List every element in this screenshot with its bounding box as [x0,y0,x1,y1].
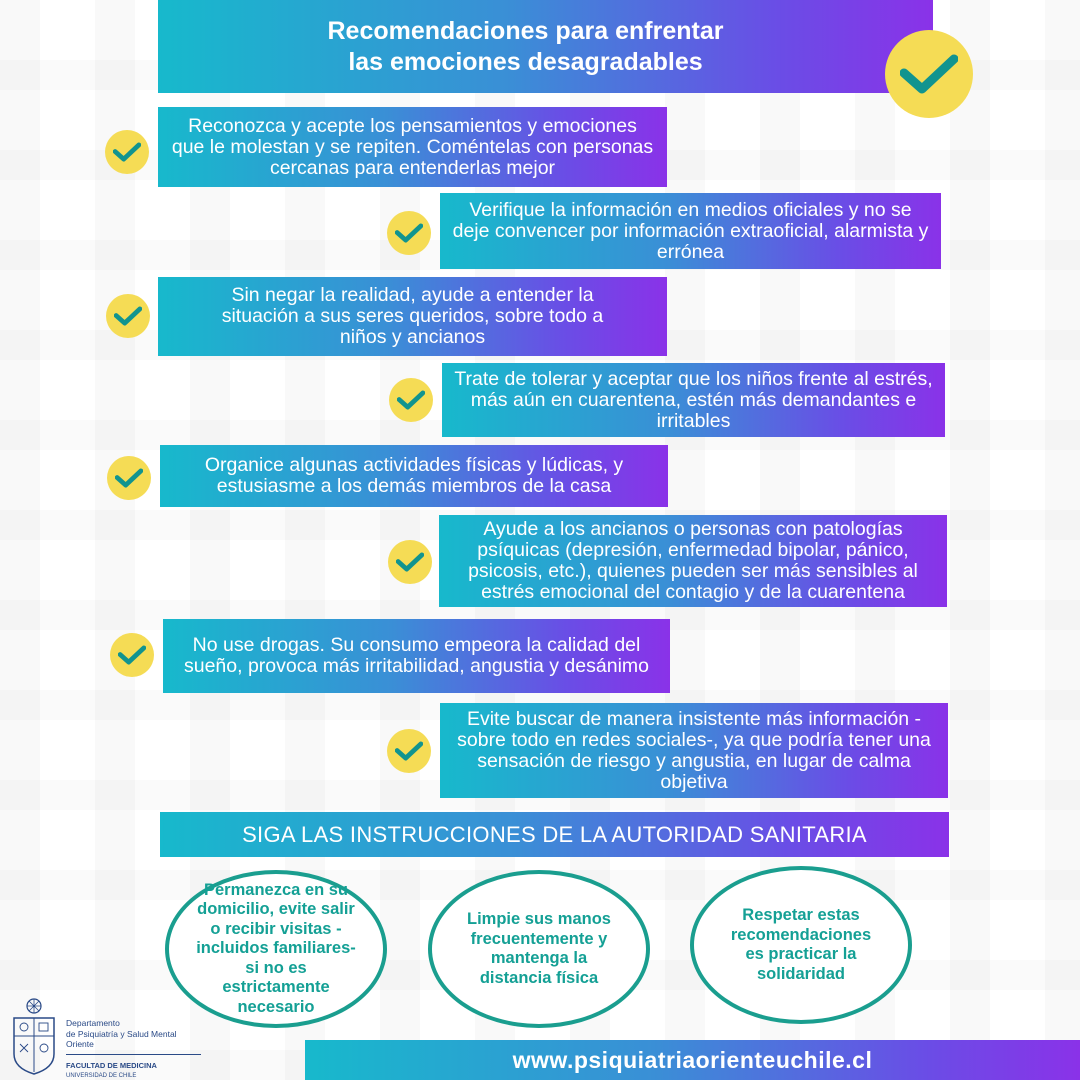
recommendation-text-8: Evite buscar de manera insistente más in… [457,707,931,793]
recommendation-card-3: Sin negar la realidad, ayude a entender … [158,277,667,356]
check-icon [389,378,433,422]
department-logo: Departamento de Psiquiatría y Salud Ment… [8,996,203,1079]
logo-line4: UNIVERSIDAD DE CHILE [66,1073,137,1079]
university-seal-icon [13,998,55,1075]
oval-stay-home-text: Permanezca en su domicilio, evite salir … [196,880,356,1016]
header-title-box: Recomendaciones para enfrentar las emoci… [158,0,933,93]
recommendation-card-6: Ayude a los ancianos o personas con pato… [439,515,947,607]
header-title-line2: las emociones desagradables [348,47,703,76]
oval-hand-washing: Limpie sus manos frecuentemente y manten… [428,870,650,1028]
oval-hand-washing-text: Limpie sus manos frecuentemente y manten… [467,910,611,987]
oval-solidarity: Respetar estas recomendaciones es practi… [690,866,912,1024]
footer-website[interactable]: www.psiquiatriaorienteuchile.cl [305,1040,1080,1080]
authority-banner: SIGA LAS INSTRUCCIONES DE LA AUTORIDAD S… [160,812,949,857]
recommendation-card-1: Reconozca y acepte los pensamientos y em… [158,107,667,187]
recommendation-text-7: No use drogas. Su consumo empeora la cal… [183,634,649,677]
recommendation-text-5: Organice algunas actividades físicas y l… [204,454,624,497]
recommendation-text-1: Reconozca y acepte los pensamientos y em… [171,114,654,179]
check-icon [387,729,431,773]
check-icon [105,130,149,174]
recommendation-card-8: Evite buscar de manera insistente más in… [440,703,948,798]
recommendation-card-2: Verifique la información en medios ofici… [440,193,941,269]
logo-line1: Departamento [66,1018,120,1028]
logo-line2: de Psiquiatría y Salud Mental Oriente [66,1028,177,1050]
recommendation-text-3: Sin negar la realidad, ayude a entender … [221,284,604,348]
oval-solidarity-text: Respetar estas recomendaciones es practi… [730,906,872,983]
oval-stay-home: Permanezca en su domicilio, evite salir … [165,870,387,1028]
authority-banner-text: SIGA LAS INSTRUCCIONES DE LA AUTORIDAD S… [242,821,867,847]
recommendation-card-7: No use drogas. Su consumo empeora la cal… [163,619,670,693]
recommendation-card-5: Organice algunas actividades físicas y l… [160,445,668,507]
recommendation-card-4: Trate de tolerar y aceptar que los niños… [442,363,945,437]
check-icon [388,540,432,584]
recommendation-text-2: Verifique la información en medios ofici… [452,198,929,263]
check-icon [107,456,151,500]
recommendation-text-6: Ayude a los ancianos o personas con pato… [468,518,918,603]
check-icon [387,211,431,255]
footer-website-url[interactable]: www.psiquiatriaorienteuchile.cl [512,1046,873,1073]
logo-text: Departamento de Psiquiatría y Salud Ment… [66,1018,206,1080]
check-icon [885,30,973,118]
header-title-line1: Recomendaciones para enfrentar [327,16,724,45]
check-icon [110,633,154,677]
logo-line3: FACULTAD DE MEDICINA [66,1060,157,1070]
recommendation-text-4: Trate de tolerar y aceptar que los niños… [454,367,933,432]
check-icon [106,294,150,338]
